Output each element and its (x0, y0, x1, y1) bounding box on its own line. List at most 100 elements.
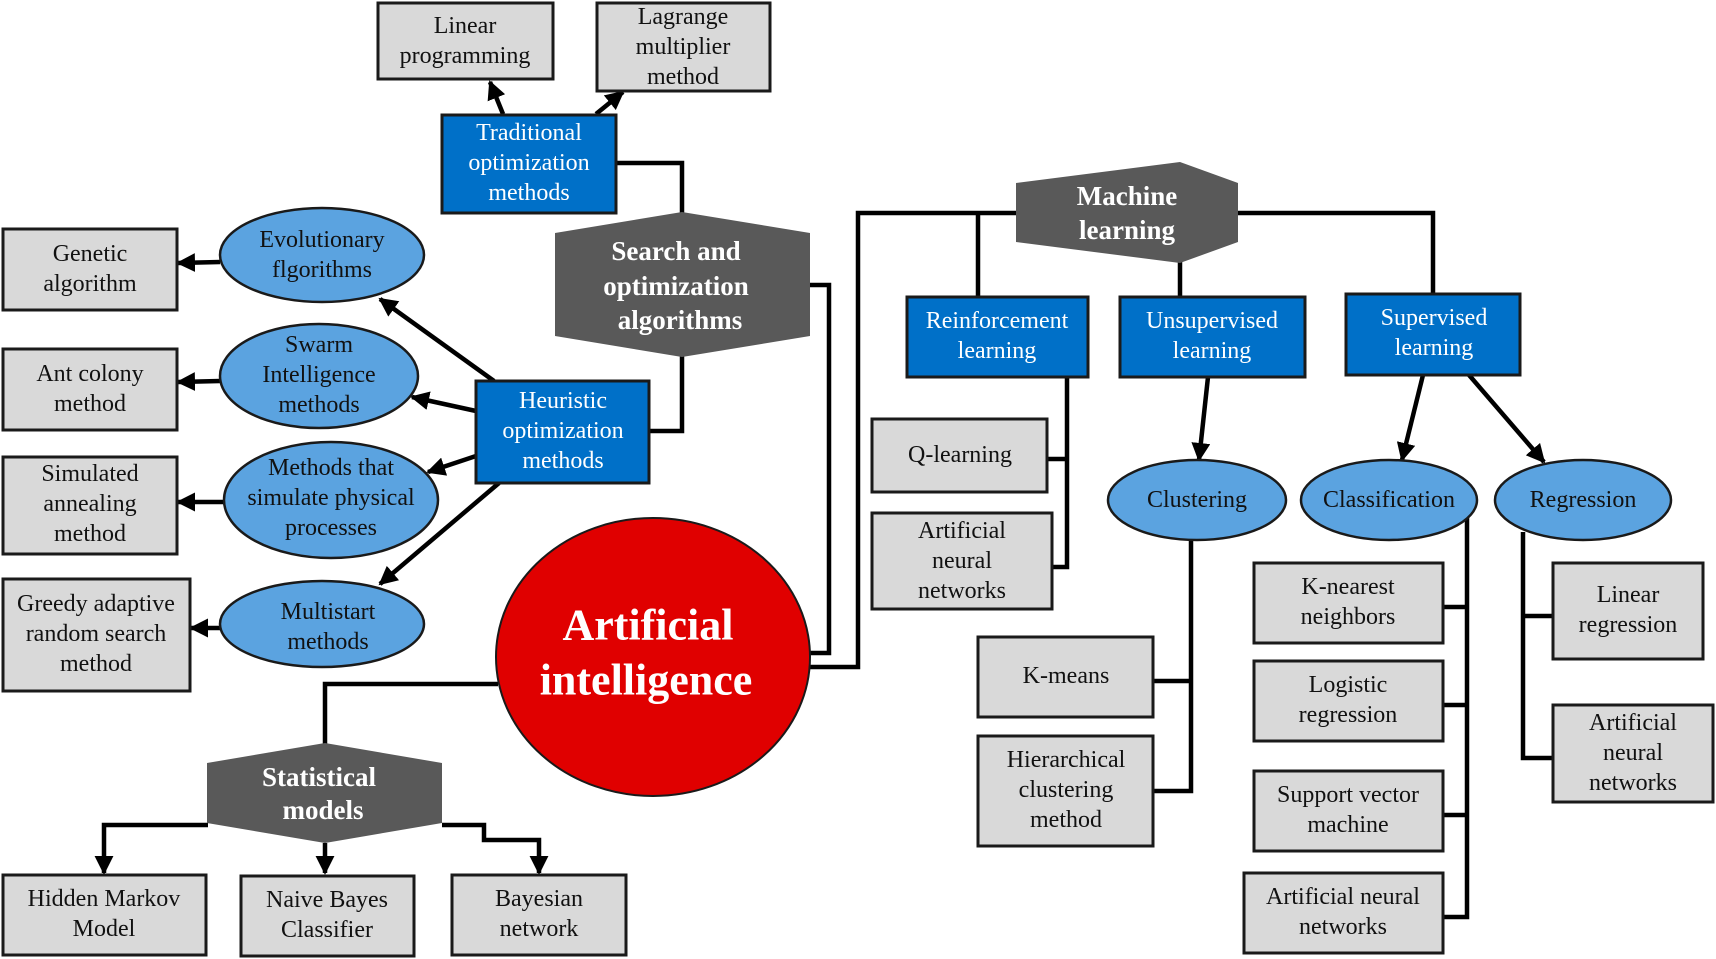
label-line: Methods that (268, 455, 394, 481)
label-line: K-means (1023, 663, 1110, 689)
arrow-heuristic-physical (426, 453, 477, 476)
label-line: Logistic (1309, 672, 1388, 698)
connector-heuristic-search (649, 356, 685, 434)
node-search-optimization: Search and optimization algorithms (555, 212, 810, 357)
connector-core-ml (808, 210, 1017, 670)
connector-traditional-search (616, 160, 685, 213)
node-bayesian-network: Bayesian network (450, 873, 628, 957)
label-line: Classifier (281, 917, 373, 943)
label-line: Regression (1530, 487, 1637, 513)
label-line: Swarm (285, 332, 353, 358)
label-line: algorithms (618, 305, 743, 335)
label-line: network (500, 916, 579, 942)
label-line: Traditional (476, 120, 582, 146)
arrow-unsupervised-clustering (1191, 376, 1211, 462)
label-line: machine (1307, 812, 1388, 838)
node-unsupervised-learning: Unsupervised learning (1118, 295, 1307, 379)
connector-clustering-children (1153, 540, 1194, 794)
label-line: annealing (43, 491, 136, 517)
node-swarm-intelligence: Swarm Intelligence methods (218, 322, 420, 430)
label-line: learning (1395, 335, 1474, 361)
label-line: learning (1079, 215, 1176, 245)
node-lagrange-multiplier: Lagrange multiplier method (595, 1, 772, 93)
connector-classification-children (1443, 517, 1470, 920)
label-line: learning (1173, 338, 1252, 364)
label-line: method (54, 521, 126, 547)
node-multistart-methods: Multistart methods (218, 579, 426, 669)
arrow-traditional-lagrange (594, 90, 625, 116)
label-line: networks (1299, 914, 1387, 940)
label-line: Intelligence (262, 362, 375, 388)
label-line: flgorithms (272, 257, 372, 283)
label-line: learning (958, 338, 1037, 364)
connector-search-core (808, 282, 832, 656)
label-line: programming (400, 43, 531, 69)
node-physical-processes: Methods that simulate physical processes (222, 440, 440, 560)
node-genetic-algorithm: Genetic algorithm (1, 227, 179, 312)
label-line: clustering (1019, 777, 1114, 803)
node-greedy-adaptive-search: Greedy adaptive random search method (1, 577, 192, 693)
node-reinforcement-learning: Reinforcement learning (905, 295, 1090, 379)
node-artificial-intelligence: Artificial intelligence (495, 517, 811, 797)
arrow-heuristic-evolutionary (378, 297, 496, 383)
node-regression-ann: Artificial neural networks (1551, 703, 1715, 804)
node-clustering: Clustering (1106, 458, 1288, 542)
connectors (94, 80, 1553, 920)
label-line: Hierarchical (1007, 747, 1126, 773)
node-statistical-models: Statistical models (207, 743, 442, 843)
node-naive-bayes: Naive Bayes Classifier (239, 874, 416, 958)
label-line: algorithm (43, 271, 137, 297)
node-linear-programming: Linear programming (376, 1, 555, 81)
label-line: Linear (434, 13, 497, 39)
node-k-means: K-means (976, 635, 1155, 719)
label-line: Support vector (1277, 782, 1419, 808)
node-traditional-optimization: Traditional optimization methods (440, 113, 618, 215)
node-k-nearest-neighbors: K-nearest neighbors (1252, 561, 1445, 645)
arrow-supervised-classification (1396, 374, 1426, 462)
label-line: methods (278, 392, 359, 418)
node-linear-regression: Linear regression (1551, 561, 1705, 661)
label-line: Ant colony (36, 361, 143, 387)
label-line: Artificial (918, 518, 1006, 544)
label-line: Unsupervised (1146, 308, 1278, 334)
arrow-heuristic-swarm (410, 391, 477, 414)
node-classification: Classification (1299, 458, 1479, 542)
label-line: Simulated (41, 461, 138, 487)
node-ant-colony: Ant colony method (1, 347, 179, 432)
label-line: regression (1299, 702, 1398, 728)
label-line: method (647, 64, 719, 90)
label-line: Artificial (1589, 710, 1677, 736)
label-line: random search (26, 621, 167, 647)
label-line: processes (285, 515, 377, 541)
label-line: method (1030, 807, 1102, 833)
label-line: multiplier (636, 34, 731, 60)
connector-regression-children (1520, 532, 1553, 761)
node-supervised-learning: Supervised learning (1344, 292, 1522, 377)
node-classification-ann: Artificial neural networks (1242, 871, 1445, 955)
label-line: Bayesian (495, 886, 583, 912)
label-line: Linear (1597, 582, 1660, 608)
label-line: Artificial (562, 601, 733, 650)
label-line: Reinforcement (926, 308, 1069, 334)
label-line: Genetic (53, 241, 128, 267)
label-line: K-nearest (1301, 574, 1395, 600)
label-line: Search and (611, 236, 740, 266)
label-line: Supervised (1381, 305, 1488, 331)
label-line: Greedy adaptive (17, 591, 175, 617)
node-q-learning: Q-learning (870, 417, 1049, 494)
label-line: Naive Bayes (266, 887, 388, 913)
node-reinforcement-ann: Artificial neural networks (870, 511, 1054, 611)
connector-ml-supervised (1237, 210, 1436, 294)
label-line: method (60, 651, 132, 677)
connector-core-statistical (322, 681, 498, 744)
label-line: Clustering (1147, 487, 1247, 513)
label-line: optimization (468, 150, 589, 176)
arrow-swarm-ant-colony (176, 372, 221, 392)
node-logistic-regression: Logistic regression (1252, 659, 1445, 743)
node-machine-learning: Machine learning (1016, 162, 1238, 263)
label-line: Evolutionary (259, 227, 384, 253)
label-line: simulate physical (247, 485, 415, 511)
label-line: neighbors (1301, 604, 1396, 630)
arrow-statistical-hmm (94, 822, 208, 875)
